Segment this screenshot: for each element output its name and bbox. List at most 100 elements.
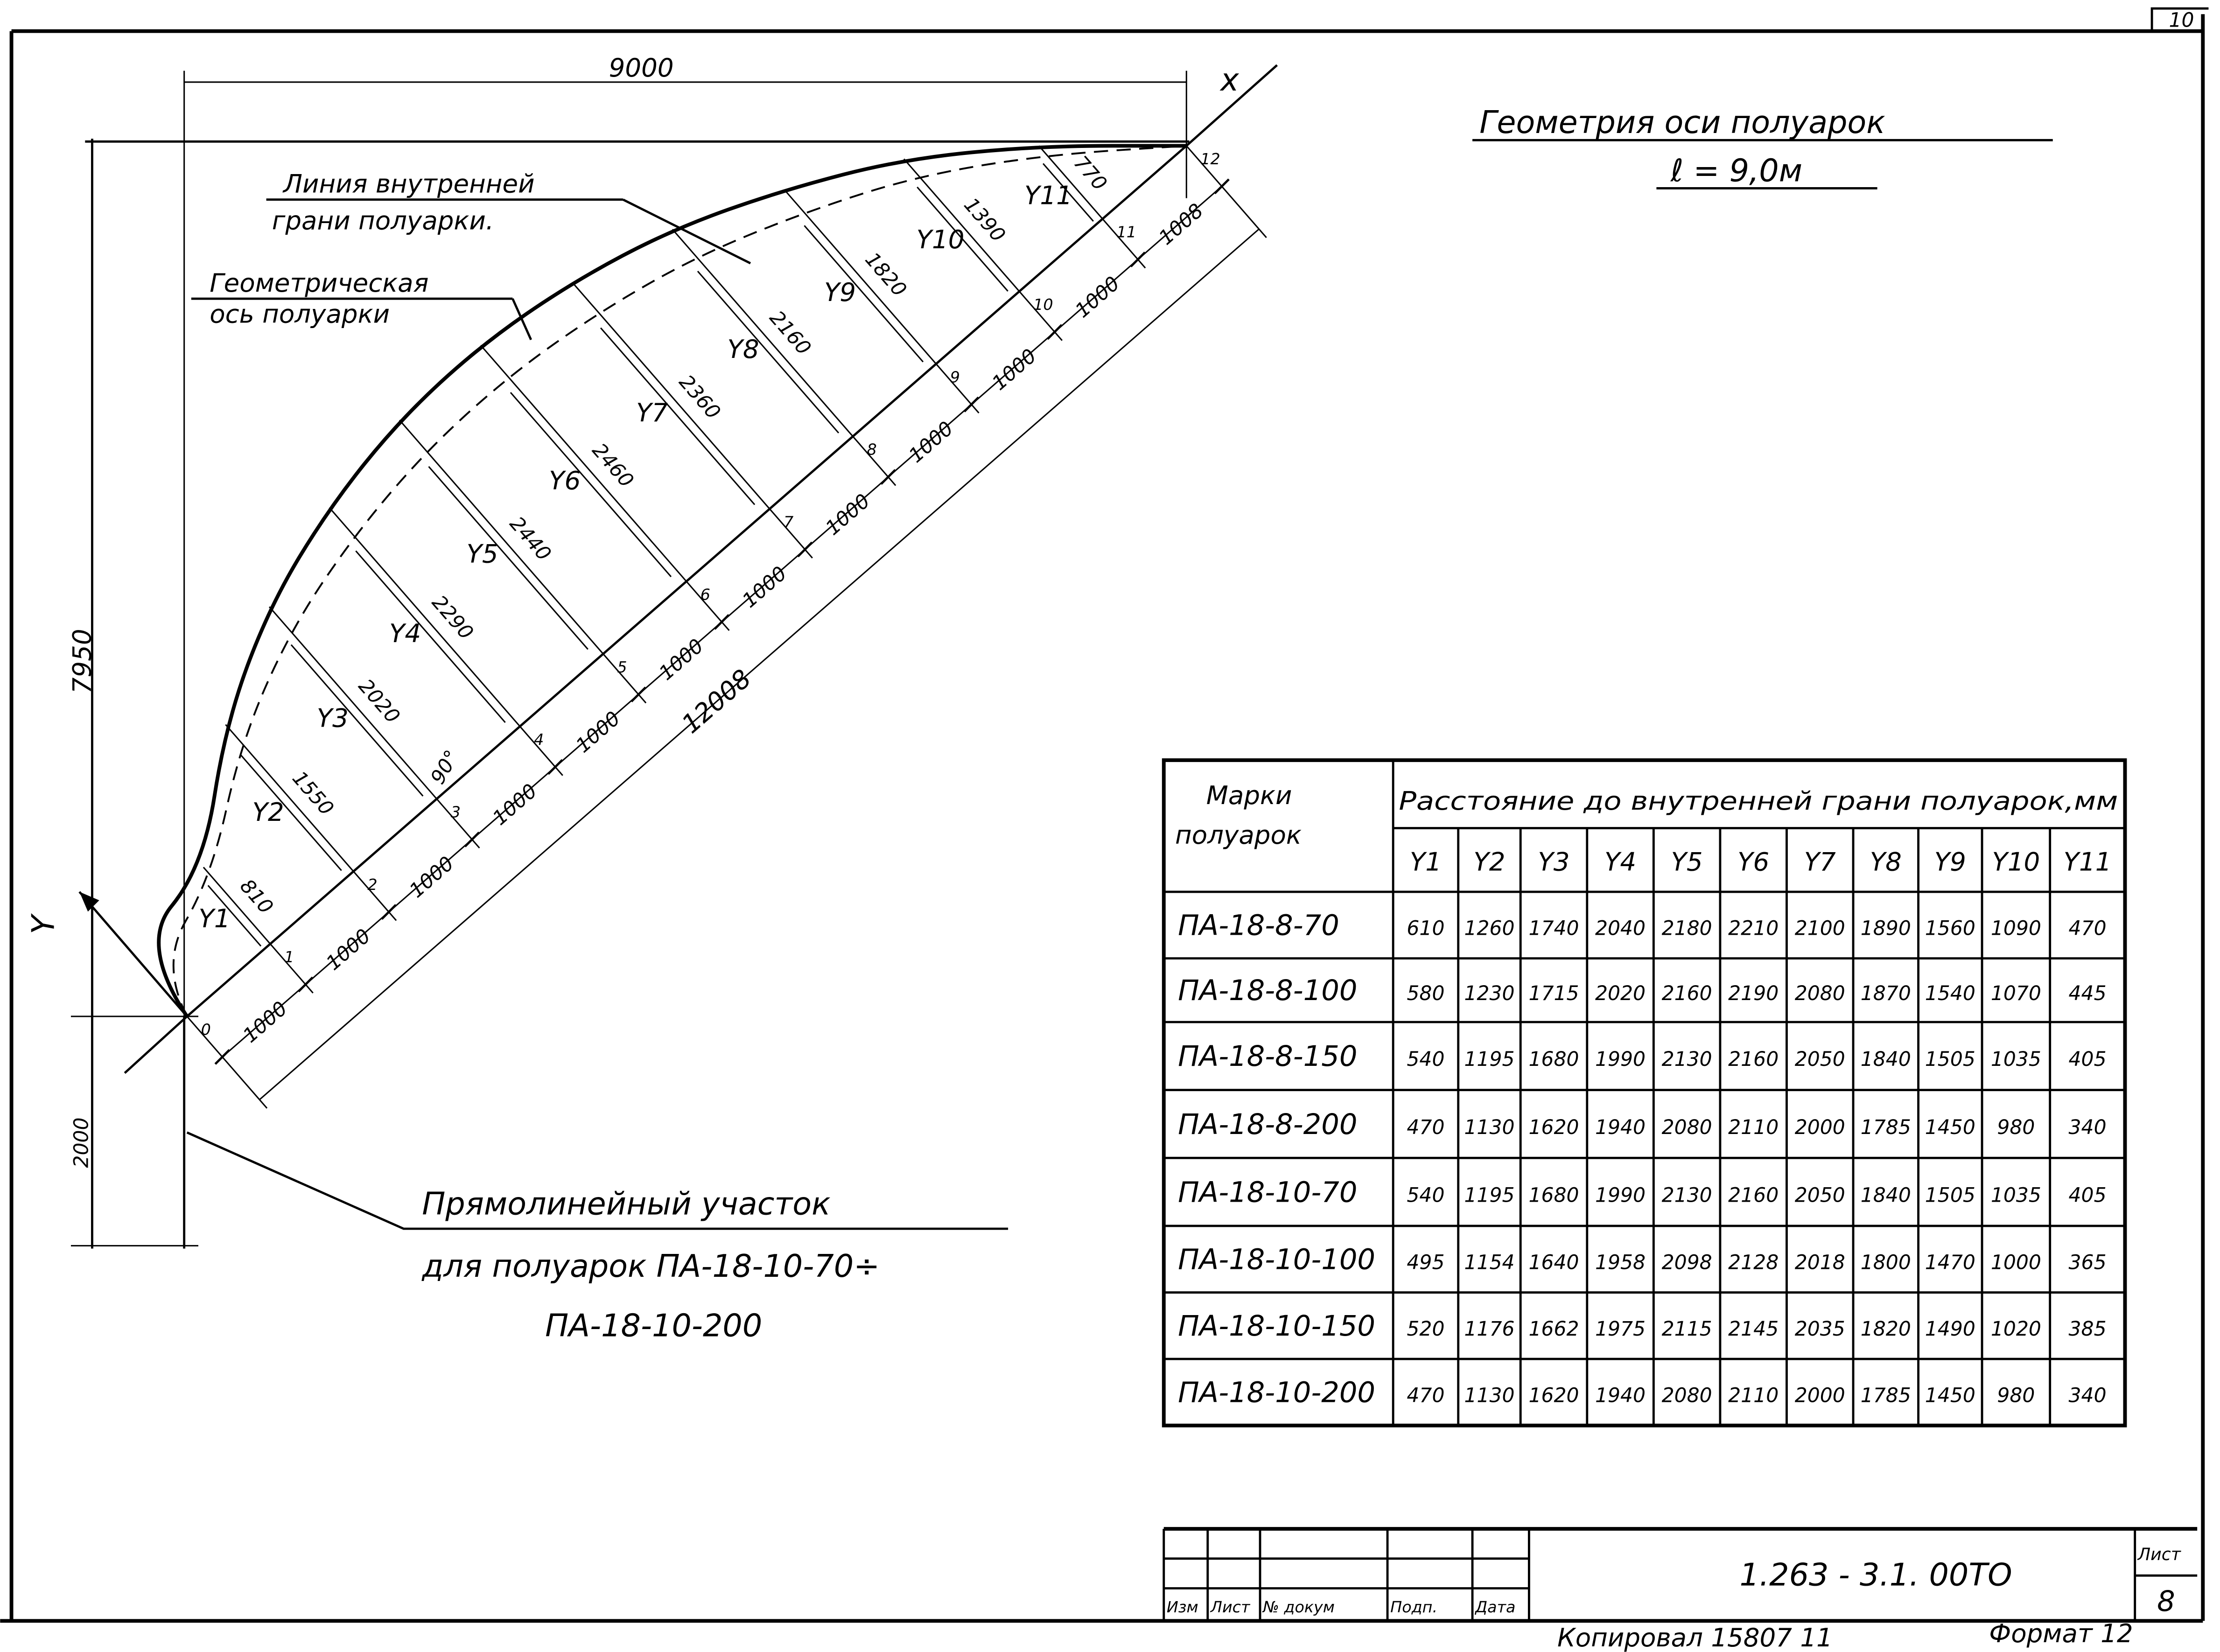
table-cell: 340 xyxy=(2069,1385,2107,1407)
table-cell: 2080 xyxy=(1662,1385,1712,1407)
sheet-number: 8 xyxy=(2157,1585,2175,1618)
geometric-axis-label-2: ось полуарки xyxy=(210,299,390,329)
drawing-title: Геометрия оси полуарок ℓ = 9,0м xyxy=(1472,104,2053,189)
table-cell: 1620 xyxy=(1528,1385,1579,1407)
table-cell: 470 xyxy=(2069,917,2107,940)
ordinate-name-5: Y5 xyxy=(467,539,498,569)
table-cell: 470 xyxy=(1407,1385,1444,1407)
table-cell: 1800 xyxy=(1861,1251,1911,1274)
table-cell: 1195 xyxy=(1464,1184,1514,1207)
inner-edge-label-1: Линия внутренней xyxy=(282,169,535,199)
dim-height: 7950 xyxy=(67,629,97,693)
dimension-tick xyxy=(1214,178,1230,195)
ordinate-brace xyxy=(804,225,924,363)
table-cell: 2040 xyxy=(1595,917,1646,940)
table-group-header: Расстояние до внутренней грани полуарок,… xyxy=(1399,786,2118,816)
table-cell: 2180 xyxy=(1662,917,1712,940)
dimension-tick xyxy=(464,831,480,847)
table-cell: 405 xyxy=(2069,1048,2107,1071)
table-cell: 1958 xyxy=(1595,1251,1646,1274)
table-cell: 2000 xyxy=(1795,1116,1845,1139)
table-cell: 2130 xyxy=(1662,1184,1712,1207)
table-cell: 2080 xyxy=(1795,982,1845,1005)
table-cell: 405 xyxy=(2069,1184,2107,1207)
table-cell: 1890 xyxy=(1861,917,1911,940)
table-cell: 2128 xyxy=(1728,1251,1779,1274)
table-cell: 1505 xyxy=(1925,1184,1975,1207)
table-cell: 1195 xyxy=(1464,1048,1514,1071)
table-cell: 2100 xyxy=(1795,917,1845,940)
table-cell: 1450 xyxy=(1925,1116,1975,1139)
dimension-tick xyxy=(381,904,397,920)
table-cell: 610 xyxy=(1407,917,1444,940)
ordinate-name-4: Y4 xyxy=(389,618,421,648)
axis-x-label: x xyxy=(1219,62,1240,98)
table-y-col-11: Y11 xyxy=(2064,847,2112,877)
dimension-tick xyxy=(547,759,563,775)
table-cell: 2115 xyxy=(1662,1318,1712,1341)
table-cell: 1450 xyxy=(1925,1385,1975,1407)
table-y-col-3: Y3 xyxy=(1538,847,1569,877)
ordinate-brace xyxy=(207,885,262,947)
point-number-1: 1 xyxy=(284,948,294,966)
table-cell: 2035 xyxy=(1795,1318,1845,1341)
dimension-tick xyxy=(1130,252,1146,267)
ordinate-line-9 xyxy=(784,189,980,413)
table-cell: 1975 xyxy=(1595,1318,1646,1341)
dimension-tick xyxy=(214,1049,231,1065)
table-cell: 1090 xyxy=(1991,917,2041,940)
ordinate-line-1 xyxy=(203,867,314,994)
ordinate-name-8: Y8 xyxy=(728,334,759,364)
dim-straight: 2000 xyxy=(70,1118,93,1168)
straight-section-marks: ПА-18-10-200 xyxy=(545,1308,762,1344)
table-cell: 1940 xyxy=(1595,1116,1646,1139)
ordinate-line-6 xyxy=(480,344,730,631)
dimension-tick xyxy=(714,614,730,630)
ordinate-brace xyxy=(917,186,1008,292)
table-row-mark: ПА-18-10-200 xyxy=(1178,1377,1375,1409)
point-number-7: 7 xyxy=(784,513,793,531)
table-cell: 2160 xyxy=(1662,982,1712,1005)
table-cell: 2098 xyxy=(1662,1251,1712,1274)
table-y-col-8: Y8 xyxy=(1870,847,1902,877)
table-cell: 1000 xyxy=(1991,1251,2041,1274)
geometric-axis-label-1: Геометрическая xyxy=(210,268,428,298)
table-y-col-10: Y10 xyxy=(1992,847,2040,877)
geometric-axis-arc xyxy=(157,144,1187,1018)
ordinate-brace xyxy=(600,327,756,505)
ordinate-name-9: Y9 xyxy=(824,277,856,307)
frame: 10 xyxy=(0,7,2209,1623)
table-row-mark: ПА-18-10-150 xyxy=(1178,1310,1375,1343)
table-cell: 1820 xyxy=(1861,1318,1911,1341)
table-cell: 1260 xyxy=(1464,917,1514,940)
title-block-label-3: Подп. xyxy=(1390,1598,1437,1616)
table-col-header-2: полуарок xyxy=(1175,820,1302,850)
table-cell: 1620 xyxy=(1528,1116,1579,1139)
table-cell: 2050 xyxy=(1795,1048,1845,1071)
table-cell: 1035 xyxy=(1991,1184,2041,1207)
table-row-mark: ПА-18-8-200 xyxy=(1178,1108,1357,1141)
table-cell: 1870 xyxy=(1861,982,1911,1005)
table-cell: 2160 xyxy=(1728,1184,1779,1207)
straight-section-for: для полуарок ПА-18-10-70÷ xyxy=(421,1248,880,1284)
ordinate-line-12 xyxy=(1186,145,1267,238)
ordinate-line-3 xyxy=(268,606,480,849)
table-row-mark: ПА-18-8-100 xyxy=(1178,974,1357,1007)
table-y-col-1: Y1 xyxy=(1410,847,1442,877)
ordinate-brace xyxy=(428,466,588,650)
point-number-11: 11 xyxy=(1117,223,1136,241)
axis-y-arrow-icon xyxy=(79,892,99,912)
title-block-label-2: № докум xyxy=(1262,1598,1335,1616)
title-block-label-0: Изм xyxy=(1167,1598,1198,1616)
ordinate-name-7: Y7 xyxy=(636,398,668,427)
table-cell: 1840 xyxy=(1861,1184,1911,1207)
table-y-col-7: Y7 xyxy=(1804,847,1836,877)
ordinate-name-2: Y2 xyxy=(252,797,284,827)
table-cell: 1070 xyxy=(1991,982,2041,1005)
table-cell: 445 xyxy=(2069,982,2107,1005)
table-cell: 385 xyxy=(2069,1318,2107,1341)
ordinate-brace xyxy=(1043,163,1094,222)
table-cell: 1020 xyxy=(1991,1318,2041,1341)
